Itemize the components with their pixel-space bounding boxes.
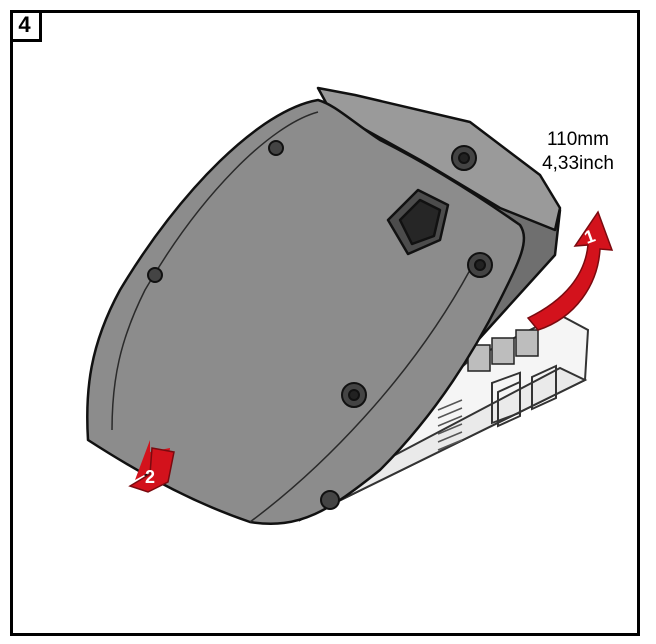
terminal-block [467,329,539,372]
vent-grille [437,399,463,451]
lift-arrow: 1 [526,210,614,331]
step-number: 4 [10,10,42,42]
dimension-label: 110mm 4,33inch [528,128,628,176]
slide-arrow-label: 2 [145,467,155,487]
dimension-imperial: 4,33inch [542,153,614,174]
dimension-metric: 110mm [547,129,609,150]
slide-arrow: 2 [128,440,175,493]
bracket-windows [497,364,557,428]
device-body [85,86,562,525]
screw-points [147,140,493,510]
